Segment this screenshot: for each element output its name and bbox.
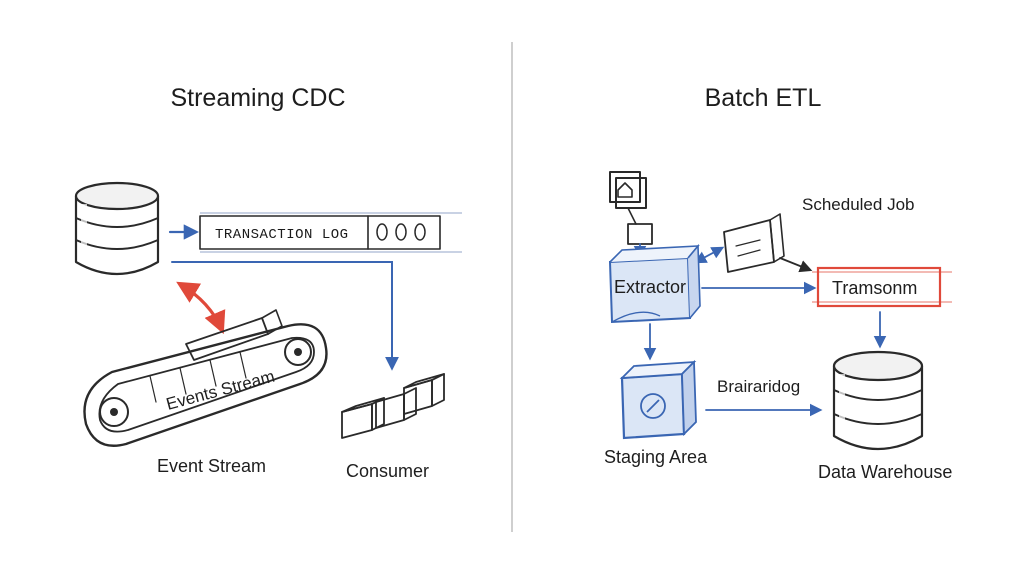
source-database-icon: [74, 181, 160, 276]
staging-area-label: Staging Area: [604, 447, 708, 467]
scheduler-icon: [609, 171, 653, 245]
arrow-scheduled-job-to-transform: [779, 257, 813, 273]
right-title: Batch ETL: [705, 84, 822, 112]
scheduled-job-icon: [723, 213, 785, 273]
transform-label: Tramsonm: [832, 278, 917, 298]
left-title: Streaming CDC: [170, 84, 345, 112]
transaction-log-box: [199, 212, 462, 253]
red-sync-arrow: [176, 281, 226, 335]
staging-area-icon: [619, 359, 697, 440]
consumer-icon: [341, 373, 445, 439]
conveyor-belt-icon: [83, 309, 328, 447]
data-warehouse-label: Data Warehouse: [818, 462, 952, 482]
consumer-label: Consumer: [346, 461, 429, 481]
extractor-box: [608, 243, 701, 324]
scheduled-job-label: Scheduled Job: [802, 195, 914, 214]
event-stream-label: Event Stream: [157, 456, 266, 476]
extractor-label: Extractor: [614, 277, 686, 297]
transform-box: [812, 266, 952, 308]
brairaridog-label: Brairaridog: [717, 377, 800, 396]
arrow-extractor-scheduled-job: [693, 246, 725, 264]
arrow-log-to-consumer: [171, 261, 399, 371]
transaction-log-label: TRANSACTION LOG: [215, 227, 349, 243]
data-warehouse-icon: [832, 350, 924, 451]
